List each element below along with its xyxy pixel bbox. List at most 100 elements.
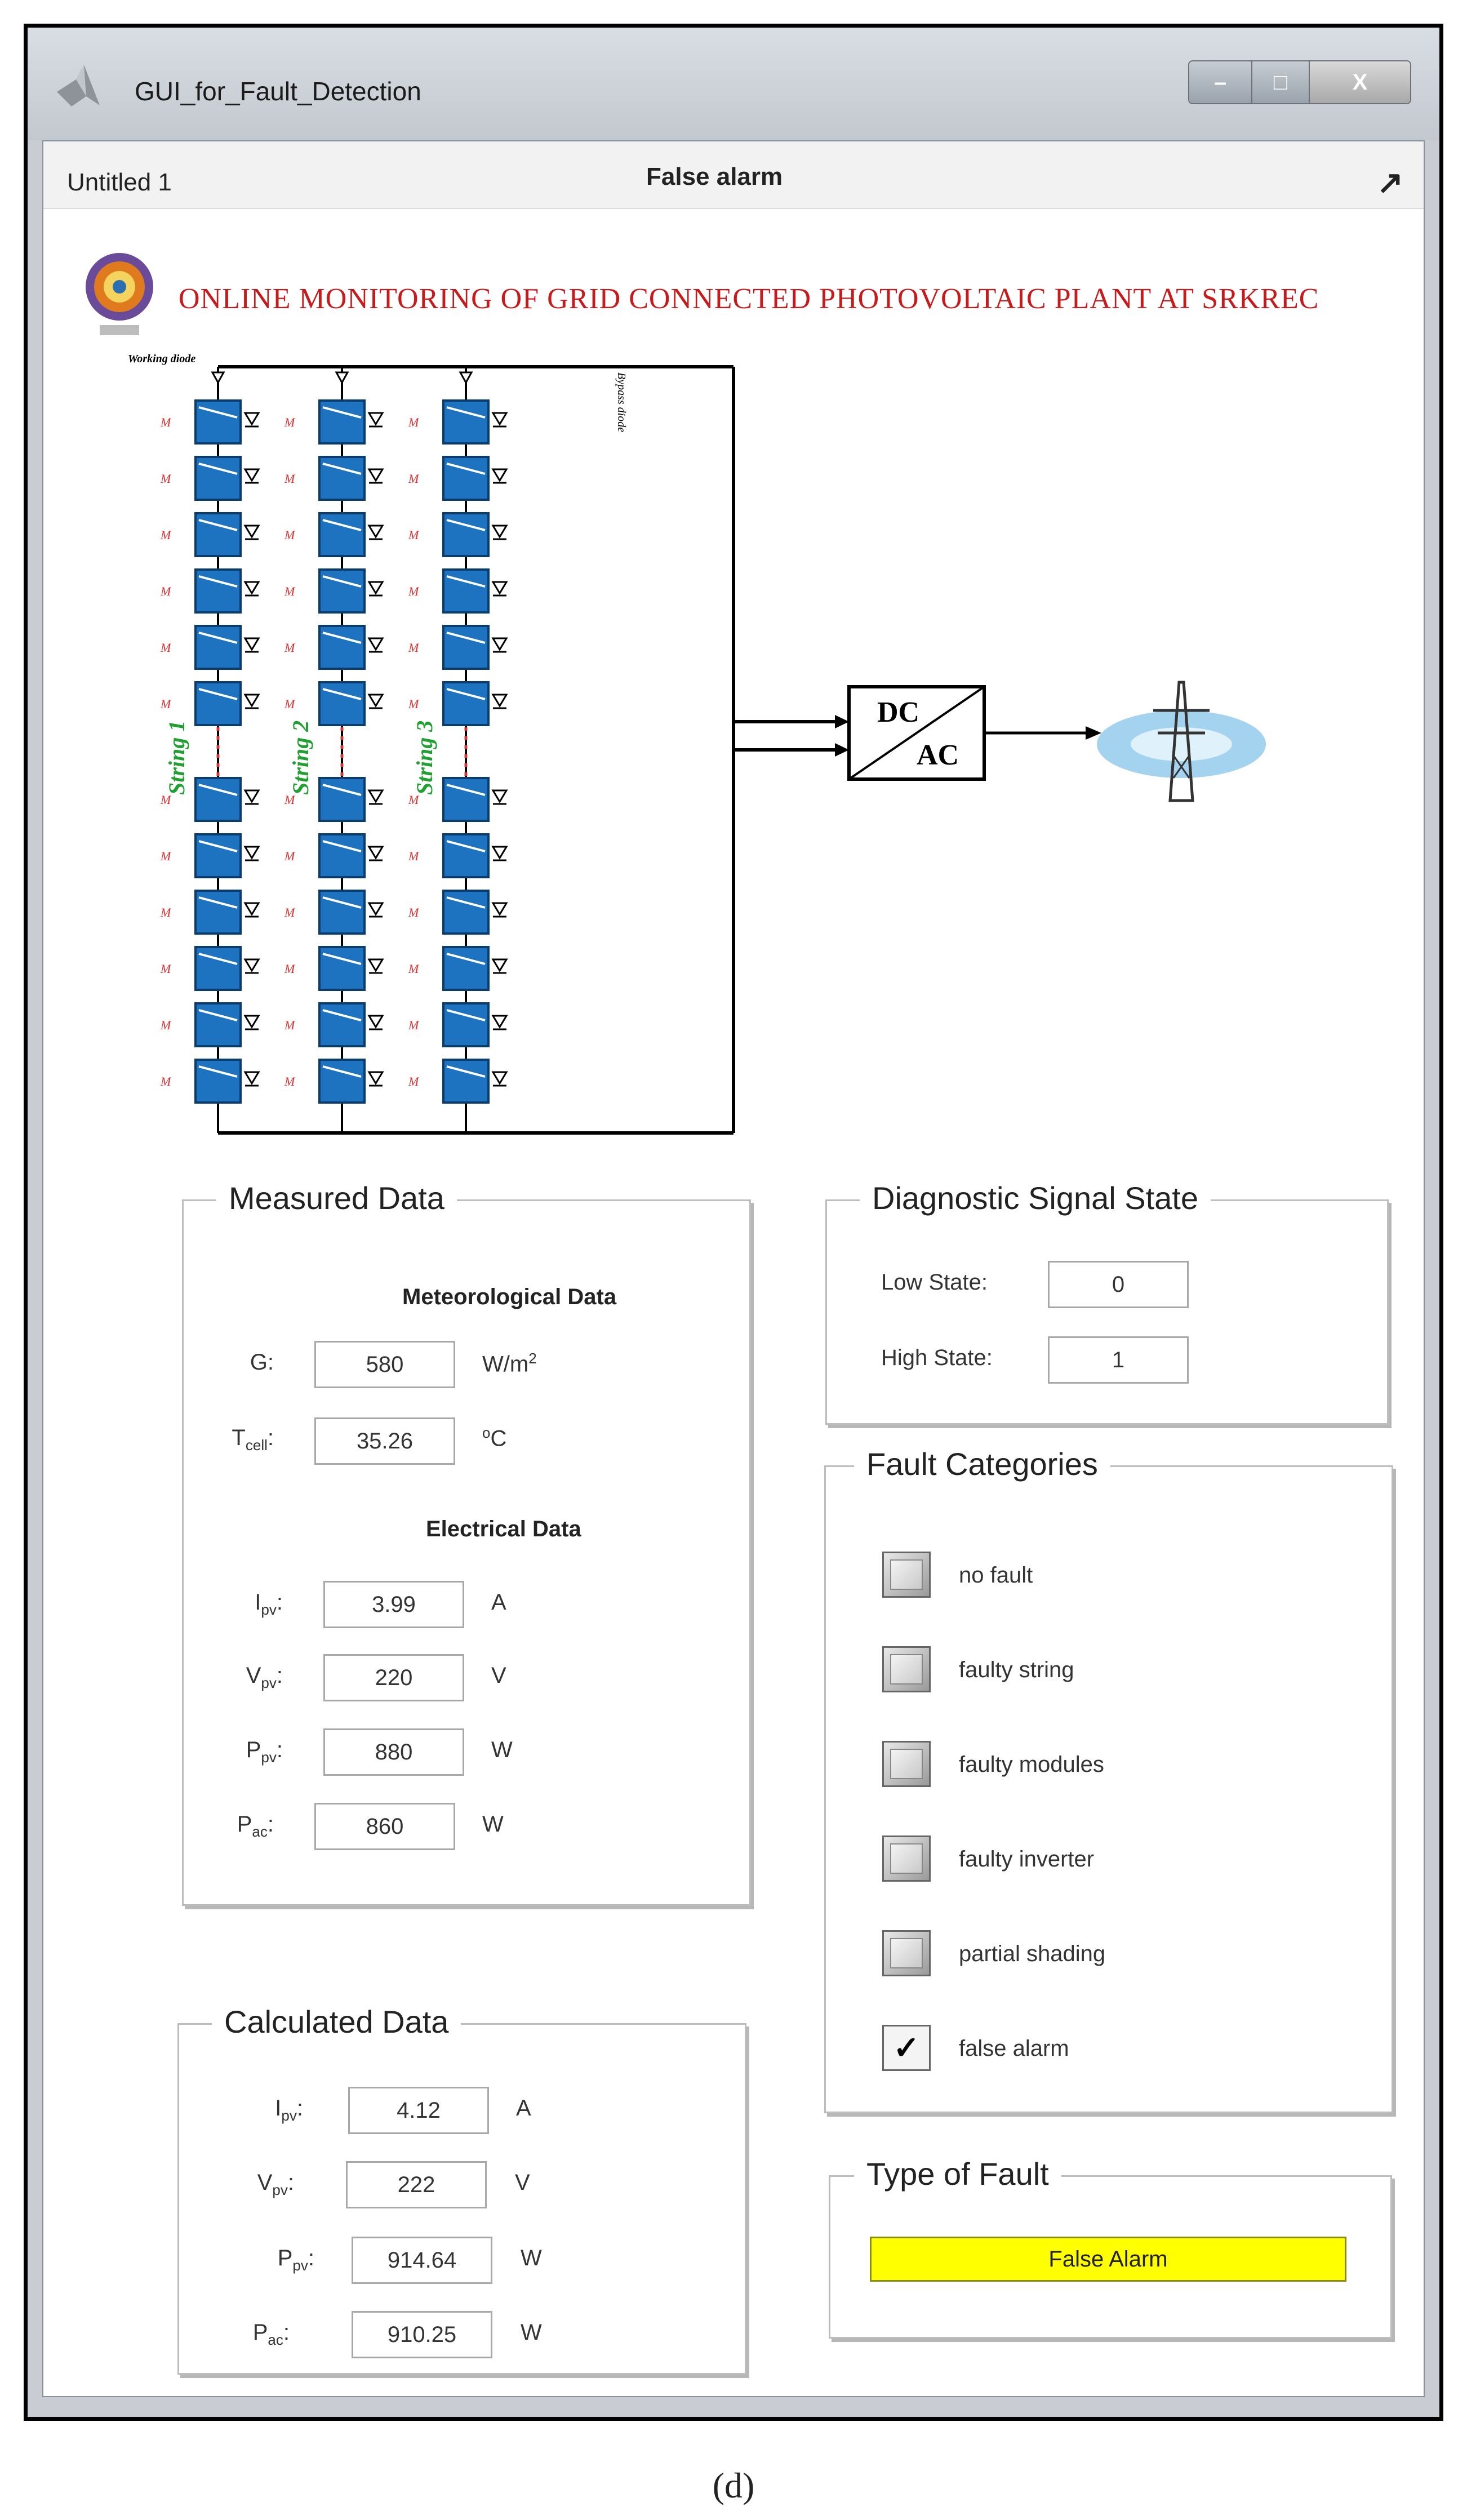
g-label: G: bbox=[206, 1350, 274, 1375]
fault-category-checkbox[interactable] bbox=[882, 1741, 931, 1787]
module-label: M bbox=[284, 641, 296, 655]
vpv-calc-field[interactable]: 222 bbox=[346, 2161, 487, 2208]
tcell-unit: oC bbox=[482, 1424, 506, 1451]
ppv-meas-field[interactable]: 880 bbox=[323, 1728, 464, 1776]
working-diode-label: Working diode bbox=[128, 353, 195, 365]
pv-module-glare bbox=[322, 688, 362, 700]
low-state-field[interactable]: 0 bbox=[1048, 1261, 1189, 1308]
string-label: String 1 bbox=[164, 721, 189, 795]
undock-icon[interactable]: ↗ bbox=[1377, 165, 1403, 200]
module-label: M bbox=[160, 793, 172, 807]
module-label: M bbox=[160, 905, 172, 919]
bypass-diode-icon bbox=[491, 1071, 508, 1085]
ipv-meas-field[interactable]: 3.99 bbox=[323, 1581, 464, 1628]
type-of-fault-title: Type of Fault bbox=[854, 2155, 1061, 2192]
fault-category-checkbox[interactable]: ✓ bbox=[882, 2025, 931, 2071]
module-label: M bbox=[408, 528, 420, 542]
pac-calc-label-text: P bbox=[252, 2320, 268, 2345]
calculated-data-panel: Calculated Data Ipv: 4.12 A Vpv: 222 V P… bbox=[177, 2003, 746, 2375]
tcell-field[interactable]: 35.26 bbox=[314, 1417, 455, 1465]
checkbox-face bbox=[890, 1843, 923, 1874]
pv-module-icon bbox=[318, 625, 366, 670]
working-diode-icon bbox=[211, 371, 225, 385]
bypass-diode-icon bbox=[491, 468, 508, 482]
module-label: M bbox=[284, 528, 296, 542]
pv-module-icon bbox=[194, 946, 242, 991]
bypass-diode-icon bbox=[243, 468, 260, 482]
pv-module-glare bbox=[198, 1009, 238, 1021]
pv-module-glare bbox=[446, 1065, 486, 1078]
bypass-diode-icon bbox=[243, 902, 260, 916]
pv-module-glare bbox=[446, 519, 486, 531]
ppv-meas-label-suffix: : bbox=[276, 1737, 283, 1762]
ipv-meas-label-sub: pv bbox=[261, 1601, 277, 1618]
bypass-diode-icon bbox=[367, 1015, 384, 1029]
pv-module-glare bbox=[446, 953, 486, 965]
ipv-calc-field[interactable]: 4.12 bbox=[348, 2087, 489, 2134]
maximize-button[interactable]: □ bbox=[1252, 61, 1310, 103]
pv-module-icon bbox=[318, 946, 366, 991]
module-label: M bbox=[408, 905, 420, 919]
ppv-calc-field[interactable]: 914.64 bbox=[352, 2237, 492, 2284]
ipv-meas-label-suffix: : bbox=[276, 1590, 283, 1615]
diagnostic-signal-panel: Diagnostic Signal State Low State: 0 Hig… bbox=[825, 1180, 1389, 1425]
module-label: M bbox=[408, 1074, 420, 1088]
bypass-diode-icon bbox=[367, 694, 384, 708]
pv-module-glare bbox=[198, 840, 238, 852]
high-state-field[interactable]: 1 bbox=[1048, 1336, 1189, 1384]
pv-module-glare bbox=[322, 896, 362, 909]
ppv-meas-label-sub: pv bbox=[261, 1749, 277, 1766]
inverter-ac-label: AC bbox=[917, 739, 959, 771]
vpv-meas-label-sub: pv bbox=[261, 1674, 277, 1691]
ppv-meas-label: Ppv: bbox=[215, 1737, 283, 1766]
module-label: M bbox=[160, 584, 172, 598]
figure-title: False alarm bbox=[646, 163, 783, 190]
bypass-diode-icon bbox=[367, 846, 384, 860]
pac-calc-field[interactable]: 910.25 bbox=[352, 2311, 492, 2358]
ppv-calc-label-text: P bbox=[277, 2246, 293, 2270]
fault-category-checkbox[interactable] bbox=[882, 1552, 931, 1598]
bypass-diode-icon bbox=[243, 581, 260, 595]
bypass-diode-icon bbox=[243, 1071, 260, 1085]
module-label: M bbox=[408, 849, 420, 863]
bypass-diode-icon bbox=[243, 694, 260, 708]
pv-module-glare bbox=[198, 575, 238, 588]
pv-module-icon bbox=[194, 568, 242, 614]
fault-category-checkbox[interactable] bbox=[882, 1930, 931, 1976]
pv-module-icon bbox=[194, 833, 242, 878]
vpv-calc-label: Vpv: bbox=[226, 2170, 294, 2199]
tcell-label: Tcell: bbox=[206, 1425, 274, 1454]
module-label: M bbox=[160, 849, 172, 863]
pac-calc-label-sub: ac bbox=[268, 2331, 283, 2348]
bypass-diode-icon bbox=[367, 412, 384, 426]
fault-category-checkbox[interactable] bbox=[882, 1835, 931, 1882]
ipv-calc-label-text: I bbox=[275, 2096, 282, 2121]
pv-module-icon bbox=[318, 456, 366, 501]
fault-category-checkbox[interactable] bbox=[882, 1646, 931, 1692]
pv-module-icon bbox=[442, 512, 490, 557]
minimize-button[interactable]: – bbox=[1189, 61, 1252, 103]
ppv-calc-label-sub: pv bbox=[292, 2257, 308, 2274]
pv-module-glare bbox=[198, 1065, 238, 1078]
working-diode-icon bbox=[459, 371, 473, 385]
pv-module-icon bbox=[442, 625, 490, 670]
pv-module-icon bbox=[194, 1002, 242, 1047]
ppv-calc-label: Ppv: bbox=[247, 2246, 314, 2274]
pac-meas-field[interactable]: 860 bbox=[314, 1803, 455, 1850]
string-label: String 3 bbox=[412, 721, 437, 795]
g-field[interactable]: 580 bbox=[314, 1341, 455, 1388]
vpv-meas-field[interactable]: 220 bbox=[323, 1654, 464, 1701]
g-unit-text: W/m bbox=[482, 1352, 529, 1377]
pv-module-icon bbox=[318, 568, 366, 614]
pv-module-icon bbox=[442, 777, 490, 822]
figure-toolbar: Untitled 1 False alarm ↗ bbox=[43, 141, 1424, 209]
ipv-calc-label-sub: pv bbox=[281, 2107, 297, 2124]
bypass-diode-icon bbox=[491, 525, 508, 539]
pac-calc-label: Pac: bbox=[222, 2320, 290, 2349]
close-button[interactable]: X bbox=[1310, 61, 1410, 103]
checkbox-face bbox=[890, 1938, 923, 1968]
vpv-calc-label-suffix: : bbox=[287, 2170, 294, 2195]
bypass-diode-icon bbox=[491, 694, 508, 708]
window-title: GUI_for_Fault_Detection bbox=[135, 77, 421, 106]
vpv-meas-label: Vpv: bbox=[215, 1663, 283, 1692]
